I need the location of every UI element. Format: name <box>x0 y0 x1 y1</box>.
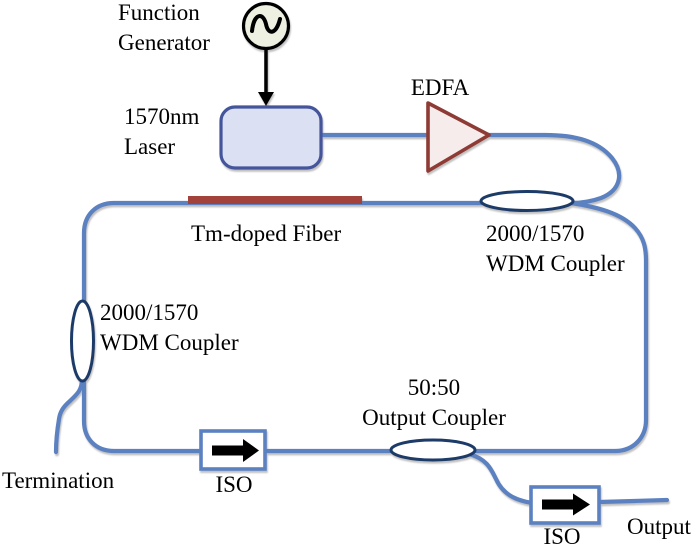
termination-label: Termination <box>2 468 115 493</box>
termination-fiber <box>53 376 85 455</box>
tm-doped-fiber-label: Tm-doped Fiber <box>191 221 342 246</box>
laser-label: 1570nm Laser <box>124 104 200 159</box>
output-fiber-out <box>596 497 670 505</box>
iso-ring-box <box>199 429 267 471</box>
fiber-ring <box>81 132 649 454</box>
iso-ring-arrow-icon <box>212 439 259 462</box>
function-generator-icon <box>241 1 291 51</box>
output-coupler-oval <box>389 438 477 462</box>
iso-output-box <box>529 485 601 525</box>
output-label: Output <box>627 514 691 539</box>
edfa-triangle <box>426 101 491 173</box>
wdm-coupler-right-oval <box>479 190 575 212</box>
output-fiber-in <box>466 451 539 506</box>
laser-box <box>219 105 323 170</box>
iso-output-label: ISO <box>543 524 581 549</box>
wdm-coupler-right-label: 2000/1570 WDM Coupler <box>486 221 625 276</box>
output-coupler-label: 50:50 Output Coupler <box>362 375 506 430</box>
function-generator-label: Function Generator <box>118 0 210 55</box>
sine-wave-icon <box>250 14 282 34</box>
wdm-coupler-left-label: 2000/1570 WDM Coupler <box>100 300 239 355</box>
iso-output-arrow-icon <box>542 493 590 516</box>
edfa-label: EDFA <box>410 75 470 100</box>
iso-ring-label: ISO <box>215 472 253 497</box>
pump-modulation-arrow <box>258 49 274 106</box>
wdm-coupler-left-oval <box>70 299 95 383</box>
